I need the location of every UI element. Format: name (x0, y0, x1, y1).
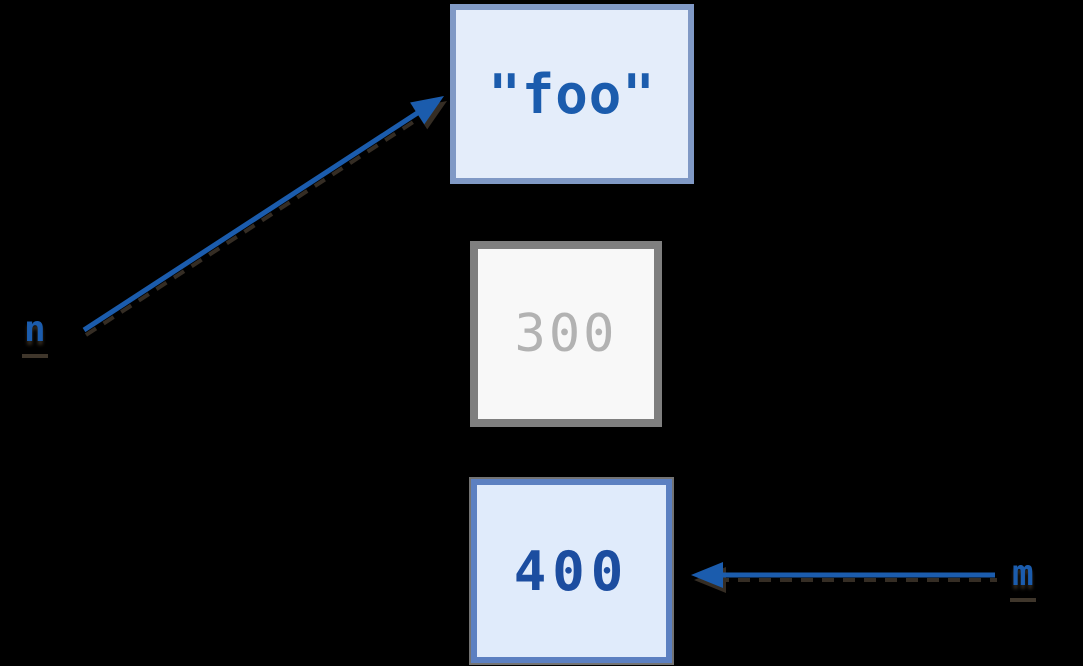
arrowhead-icon (691, 562, 723, 588)
object-box-foo: "foo" (450, 4, 694, 184)
arrowhead-shadow (694, 567, 726, 593)
object-value-400: 400 (513, 539, 630, 603)
arrow-shadow (84, 113, 426, 337)
arrowhead-icon (410, 96, 444, 125)
variable-label-m: m (1010, 556, 1036, 602)
object-value-300: 300 (514, 304, 618, 364)
object-box-400: 400 (471, 479, 672, 663)
arrow-shaft (82, 107, 424, 333)
object-box-300-orphaned: 300 (470, 241, 662, 427)
arrow-n-to-foo (82, 96, 447, 337)
arrow-m-to-400 (691, 562, 997, 593)
variable-label-n: n (22, 312, 48, 358)
arrowhead-shadow (413, 101, 447, 130)
object-value-foo: "foo" (488, 62, 656, 126)
